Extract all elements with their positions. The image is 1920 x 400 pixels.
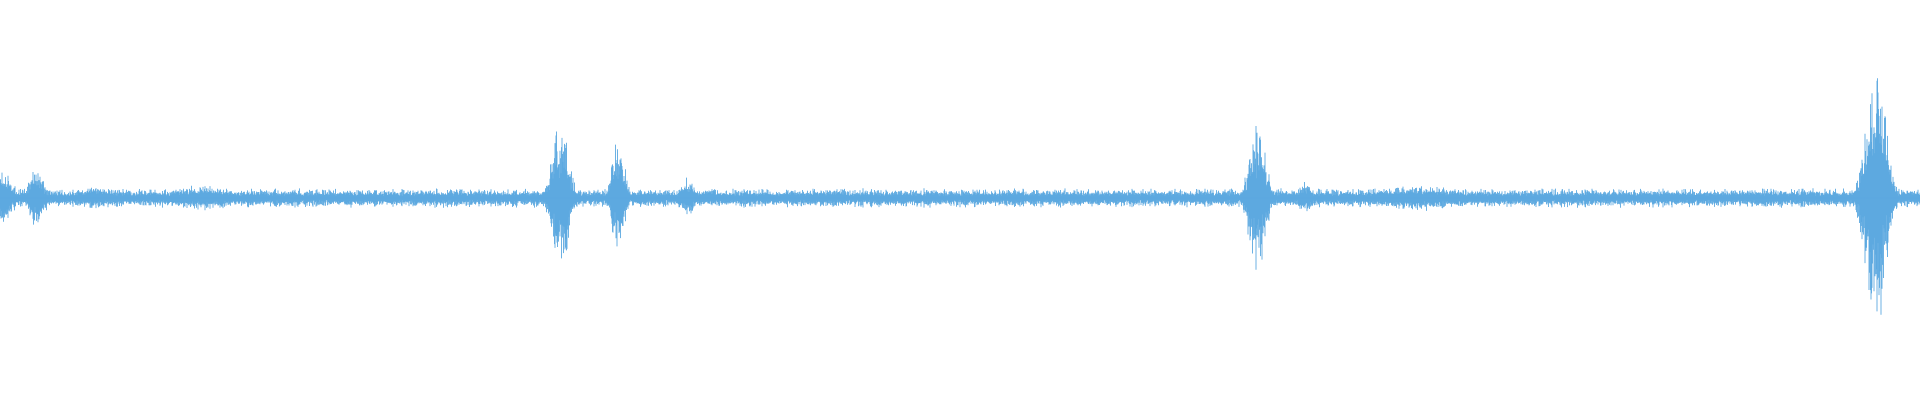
- waveform-signal: [0, 78, 1920, 315]
